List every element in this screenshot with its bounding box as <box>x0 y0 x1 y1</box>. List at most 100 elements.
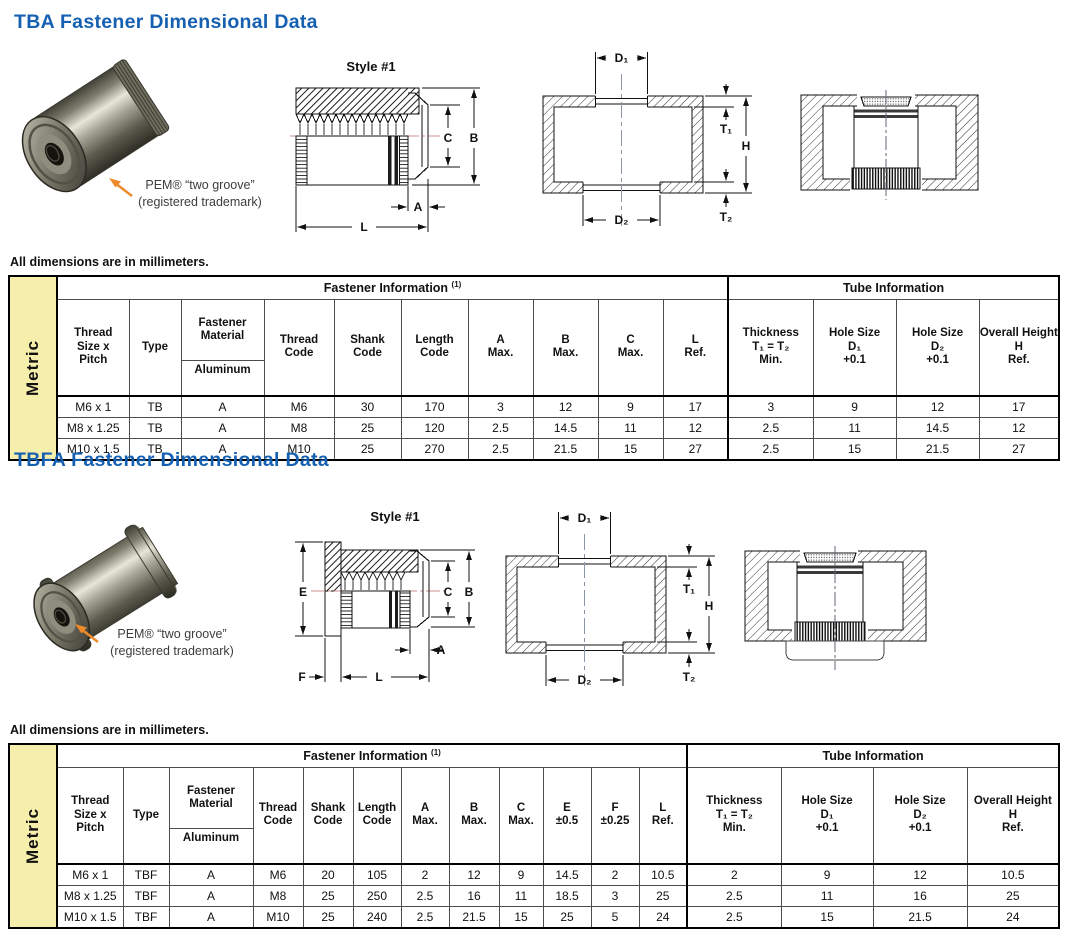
col-header-hole-d2: Hole Size D₂ +0.1 <box>895 298 980 397</box>
tba-style1-drawing: B C A L <box>290 87 480 234</box>
table-cell: 12 <box>872 863 968 886</box>
tbfa-tube-drawing: D₁ D₂ T₁ T₂ H <box>505 511 715 687</box>
table-cell: 105 <box>352 863 402 886</box>
table-cell: 21.5 <box>895 437 980 461</box>
tba-photo-caption: PEM® “two groove” (registered trademark) <box>116 177 284 211</box>
dim-label-t1: T₁ <box>720 122 732 136</box>
table-cell: 25 <box>302 905 354 929</box>
dim-label-c: C <box>444 585 453 599</box>
tbfa-installed-drawing <box>744 546 927 670</box>
dim-label-t2: T₂ <box>720 210 733 224</box>
col-header-thread-size: Thread Size x Pitch <box>56 766 124 865</box>
table-cell: M8 <box>252 884 304 907</box>
col-header-hole-d1: Hole Size D₁ +0.1 <box>812 298 897 397</box>
table-cell: 25 <box>333 437 402 461</box>
table-cell: 5 <box>590 905 640 929</box>
callout-arrow-icon <box>75 624 99 643</box>
table-cell: TBF <box>122 884 170 907</box>
table-cell: 18.5 <box>542 884 592 907</box>
dim-label-a: A <box>437 643 446 657</box>
table-cell: 9 <box>498 863 544 886</box>
col-header-material: Fastener Material Aluminum <box>180 298 265 397</box>
col-header-b-max: B Max. <box>448 766 500 865</box>
table-cell: 17 <box>978 395 1060 418</box>
caption-line2: (registered trademark) <box>138 195 262 209</box>
col-header-material: Fastener Material Aluminum <box>168 766 254 865</box>
table-cell: 15 <box>780 905 874 929</box>
table-cell: 2.5 <box>467 416 534 439</box>
metric-side-label: Metric <box>8 275 58 461</box>
col-header-overall-height: Overall Height H Ref. <box>978 298 1060 397</box>
table-cell: 27 <box>662 437 729 461</box>
table-cell: 12 <box>895 395 980 418</box>
col-header-length-code: Length Code <box>400 298 469 397</box>
tba-units-note: All dimensions are in millimeters. <box>10 255 209 269</box>
table-cell: M10 <box>263 437 335 461</box>
table-cell: 24 <box>638 905 688 929</box>
col-header-hole-d1: Hole Size D₁ +0.1 <box>780 766 874 865</box>
table-cell: 30 <box>333 395 402 418</box>
caption-line1: PEM® “two groove” <box>145 178 255 192</box>
tbfa-table: Metric Fastener Information (1) Tube Inf… <box>8 743 1061 929</box>
table-cell: 24 <box>966 905 1060 929</box>
dim-label-a: A <box>414 200 423 214</box>
table-cell: 15 <box>498 905 544 929</box>
table-cell: 11 <box>812 416 897 439</box>
dim-label-h: H <box>742 139 751 153</box>
tba-installed-drawing <box>800 90 979 200</box>
dim-label-d1: D₁ <box>615 51 629 65</box>
tbfa-style1-drawing: E C B A F L <box>295 541 475 684</box>
table-cell: 10.5 <box>638 863 688 886</box>
col-header-c-max: C Max. <box>597 298 664 397</box>
table-cell: 21.5 <box>448 905 500 929</box>
col-header-thread-code: Thread Code <box>252 766 304 865</box>
table-cell: 15 <box>597 437 664 461</box>
table-cell: 250 <box>352 884 402 907</box>
caption-line1: PEM® “two groove” <box>117 627 227 641</box>
table-cell: M6 x 1 <box>56 395 130 418</box>
table-cell: M8 x 1.25 <box>56 884 124 907</box>
col-header-thickness: Thickness T₁ = T₂ Min. <box>686 766 782 865</box>
table-cell: 9 <box>597 395 664 418</box>
tbfa-units-note: All dimensions are in millimeters. <box>10 723 209 737</box>
tube-info-group-header: Tube Information <box>686 743 1060 768</box>
table-cell: 2.5 <box>467 437 534 461</box>
table-cell: 12 <box>448 863 500 886</box>
table-cell: 16 <box>872 884 968 907</box>
table-cell: 25 <box>638 884 688 907</box>
table-cell: A <box>180 416 265 439</box>
fastener-info-group-header: Fastener Information (1) <box>56 743 688 768</box>
dim-label-b: B <box>465 585 474 599</box>
dim-label-d2: D₂ <box>615 213 629 227</box>
table-cell: 9 <box>812 395 897 418</box>
table-cell: 11 <box>780 884 874 907</box>
table-cell: A <box>180 395 265 418</box>
table-cell: M6 x 1 <box>56 863 124 886</box>
footnote-marker: (1) <box>451 280 462 290</box>
page: { "colors": { "title_blue": "#1660b2", "… <box>8 11 1061 929</box>
table-cell: 25 <box>302 884 354 907</box>
table-cell: 2.5 <box>400 905 450 929</box>
tba-table: Metric Fastener Information (1) Tube Inf… <box>8 275 1061 461</box>
table-cell: 15 <box>812 437 897 461</box>
table-cell: M8 x 1.25 <box>56 416 130 439</box>
table-cell: A <box>168 884 254 907</box>
table-cell: A <box>180 437 265 461</box>
col-header-thread-size: Thread Size x Pitch <box>56 298 130 397</box>
col-header-l-ref: L Ref. <box>638 766 688 865</box>
table-cell: 3 <box>727 395 814 418</box>
table-cell: 14.5 <box>532 416 599 439</box>
dim-label-d2: D₂ <box>578 673 592 687</box>
tba-style-label: Style #1 <box>346 59 396 74</box>
dim-label-t1: T₁ <box>683 582 695 596</box>
table-cell: 2.5 <box>686 884 782 907</box>
dim-label-l: L <box>375 670 382 684</box>
callout-arrow-icon <box>109 178 133 197</box>
table-cell: TB <box>128 395 182 418</box>
table-cell: 25 <box>966 884 1060 907</box>
table-cell: 14.5 <box>895 416 980 439</box>
dim-label-e: E <box>299 585 307 599</box>
col-header-shank-code: Shank Code <box>333 298 402 397</box>
